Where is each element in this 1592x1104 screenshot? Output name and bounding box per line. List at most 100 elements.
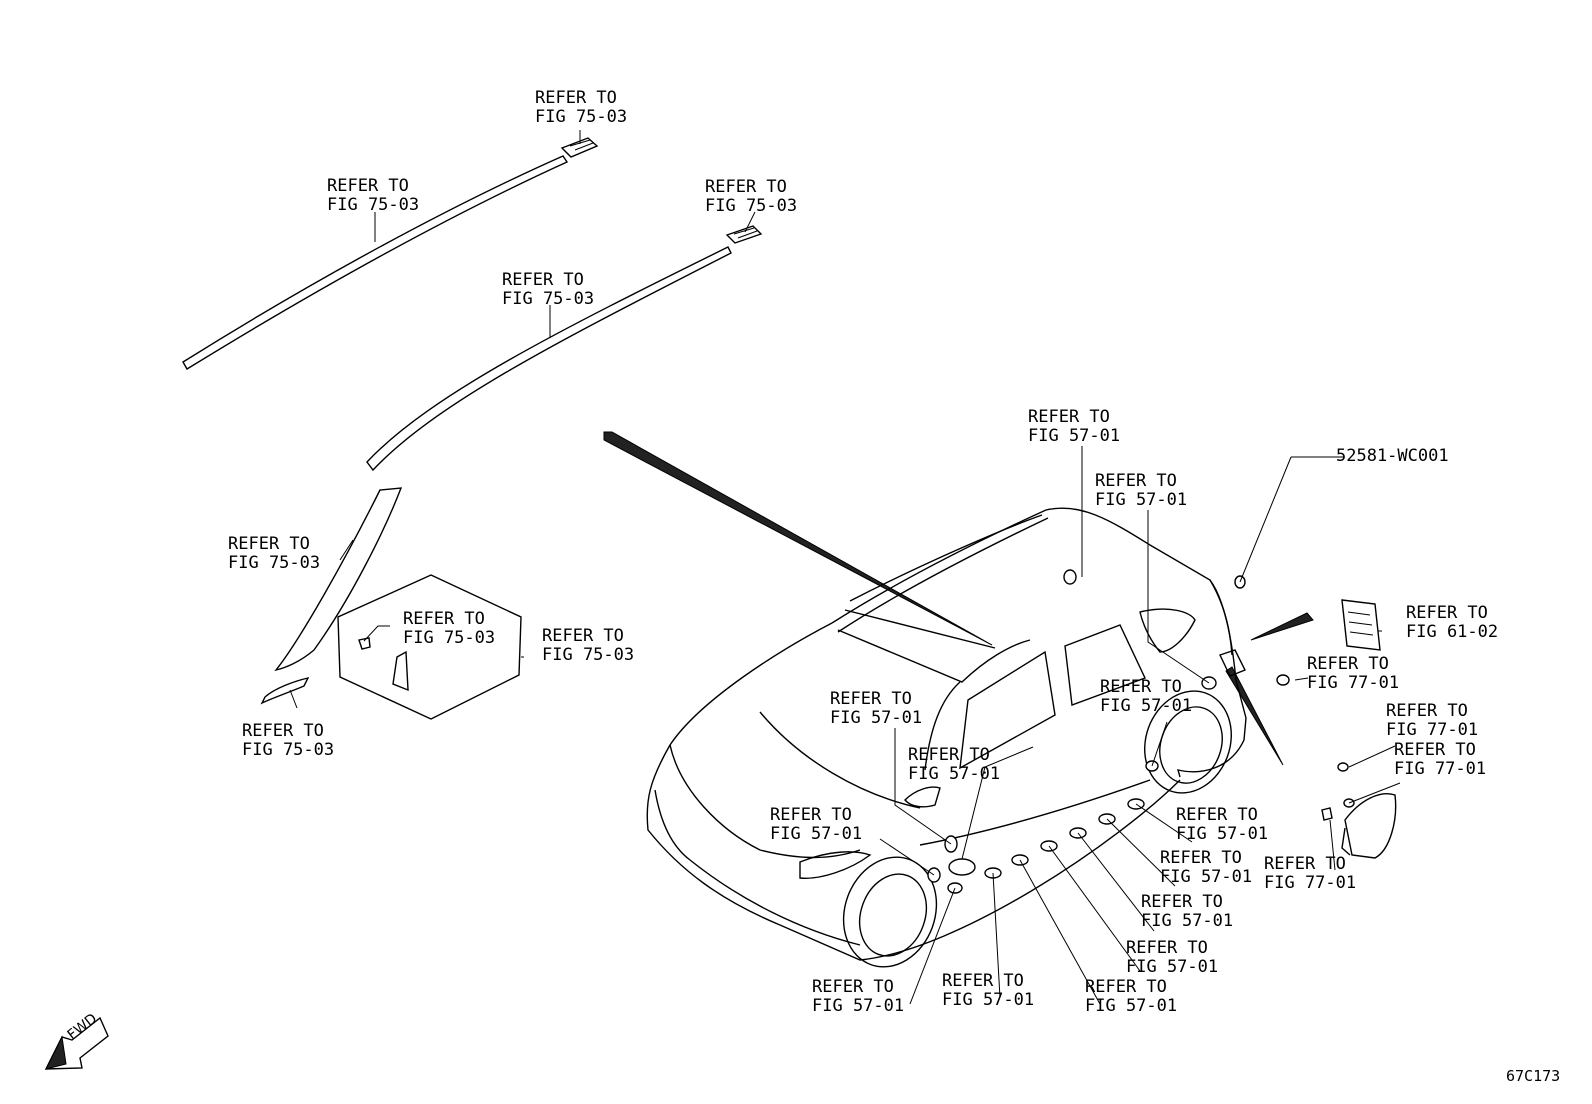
callout-line1: REFER TO bbox=[830, 689, 912, 709]
callout-line1: REFER TO bbox=[1264, 854, 1346, 874]
callout-line2: FIG 75-03 bbox=[502, 289, 595, 309]
callout-line2: FIG 61-02 bbox=[1406, 622, 1499, 642]
fuel-lid-hinge bbox=[1321, 807, 1333, 821]
pointer-arrow-fuel bbox=[1225, 666, 1284, 766]
part-number-label: 52581-WC001 bbox=[1336, 446, 1449, 466]
emblem-plate bbox=[1341, 599, 1381, 651]
callout-line1: REFER TO bbox=[812, 977, 894, 997]
callout-line1: REFER TO bbox=[942, 971, 1024, 991]
detail-hexagon bbox=[337, 574, 522, 720]
callout-line2: FIG 75-03 bbox=[228, 553, 321, 573]
callout-line2: FIG 77-01 bbox=[1307, 673, 1400, 693]
callout-line2: FIG 77-01 bbox=[1264, 873, 1357, 893]
callout-line2: FIG 75-03 bbox=[403, 628, 496, 648]
callout-line2: FIG 57-01 bbox=[1176, 824, 1269, 844]
diagram-code: 67C173 bbox=[1506, 1067, 1561, 1085]
callout-line1: REFER TO bbox=[1176, 805, 1258, 825]
pointer-arrow-windshield bbox=[603, 431, 993, 646]
callout-line1: REFER TO bbox=[1141, 892, 1223, 912]
callout-line1: REFER TO bbox=[1307, 654, 1389, 674]
callout-line1: REFER TO bbox=[770, 805, 852, 825]
callout-line1: REFER TO bbox=[228, 534, 310, 554]
callout-line1: REFER TO bbox=[1160, 848, 1242, 868]
roof-molding-left bbox=[182, 155, 569, 370]
callout-line1: REFER TO bbox=[1406, 603, 1488, 623]
callout-line2: FIG 75-03 bbox=[705, 196, 798, 216]
leader-lines bbox=[289, 130, 1401, 1005]
callout-line2: FIG 75-03 bbox=[242, 740, 335, 760]
callout-line1: REFER TO bbox=[1394, 740, 1476, 760]
callout-line1: REFER TO bbox=[327, 176, 409, 196]
callout-line1: REFER TO bbox=[1100, 677, 1182, 697]
callout-line1: REFER TO bbox=[705, 177, 787, 197]
callout-line2: FIG 57-01 bbox=[1100, 696, 1193, 716]
fuel-cap-seal bbox=[1276, 674, 1290, 686]
callout-line2: FIG 77-01 bbox=[1394, 759, 1487, 779]
callout-line1: REFER TO bbox=[908, 745, 990, 765]
callout-line1: REFER TO bbox=[1085, 977, 1167, 997]
callout-line1: REFER TO bbox=[1386, 701, 1468, 721]
fuel-lid bbox=[1341, 793, 1397, 859]
garnish-piece bbox=[392, 650, 409, 692]
callout-line1: REFER TO bbox=[535, 88, 617, 108]
callout-line1: REFER TO bbox=[542, 626, 624, 646]
callout-line1: REFER TO bbox=[1095, 471, 1177, 491]
fuel-clip bbox=[1337, 762, 1349, 772]
fwd-arrow bbox=[44, 1016, 109, 1070]
callout-line1: REFER TO bbox=[403, 609, 485, 629]
front-wheel bbox=[842, 856, 938, 968]
callout-line1: REFER TO bbox=[502, 270, 584, 290]
roof-clip bbox=[1063, 569, 1077, 585]
roof-molding-right bbox=[366, 246, 732, 472]
callout-line2: FIG 57-01 bbox=[1095, 490, 1188, 510]
callout-line2: FIG 75-03 bbox=[327, 195, 420, 215]
pillar-garnish bbox=[274, 487, 403, 672]
pointer-arrow-emblem bbox=[1250, 612, 1314, 641]
big-grommet bbox=[948, 858, 976, 876]
callout-line2: FIG 57-01 bbox=[830, 708, 923, 728]
callout-line2: FIG 57-01 bbox=[908, 764, 1001, 784]
roof-molding-left-end-cap bbox=[560, 137, 599, 158]
roof-molding-right-end-cap bbox=[725, 225, 763, 244]
callout-line2: FIG 57-01 bbox=[942, 990, 1035, 1010]
callout-line1: REFER TO bbox=[1028, 407, 1110, 427]
callout-line2: FIG 75-03 bbox=[542, 645, 635, 665]
callout-line2: FIG 57-01 bbox=[1028, 426, 1121, 446]
callout-line2: FIG 57-01 bbox=[770, 824, 863, 844]
callout-line2: FIG 57-01 bbox=[1160, 867, 1253, 887]
callout-line1: REFER TO bbox=[1126, 938, 1208, 958]
callout-line2: FIG 57-01 bbox=[812, 996, 905, 1016]
callout-line2: FIG 57-01 bbox=[1085, 996, 1178, 1016]
callout-line2: FIG 57-01 bbox=[1141, 911, 1234, 931]
clip-part bbox=[358, 625, 390, 650]
callout-line2: FIG 57-01 bbox=[1126, 957, 1219, 977]
callout-line2: FIG 75-03 bbox=[535, 107, 628, 127]
